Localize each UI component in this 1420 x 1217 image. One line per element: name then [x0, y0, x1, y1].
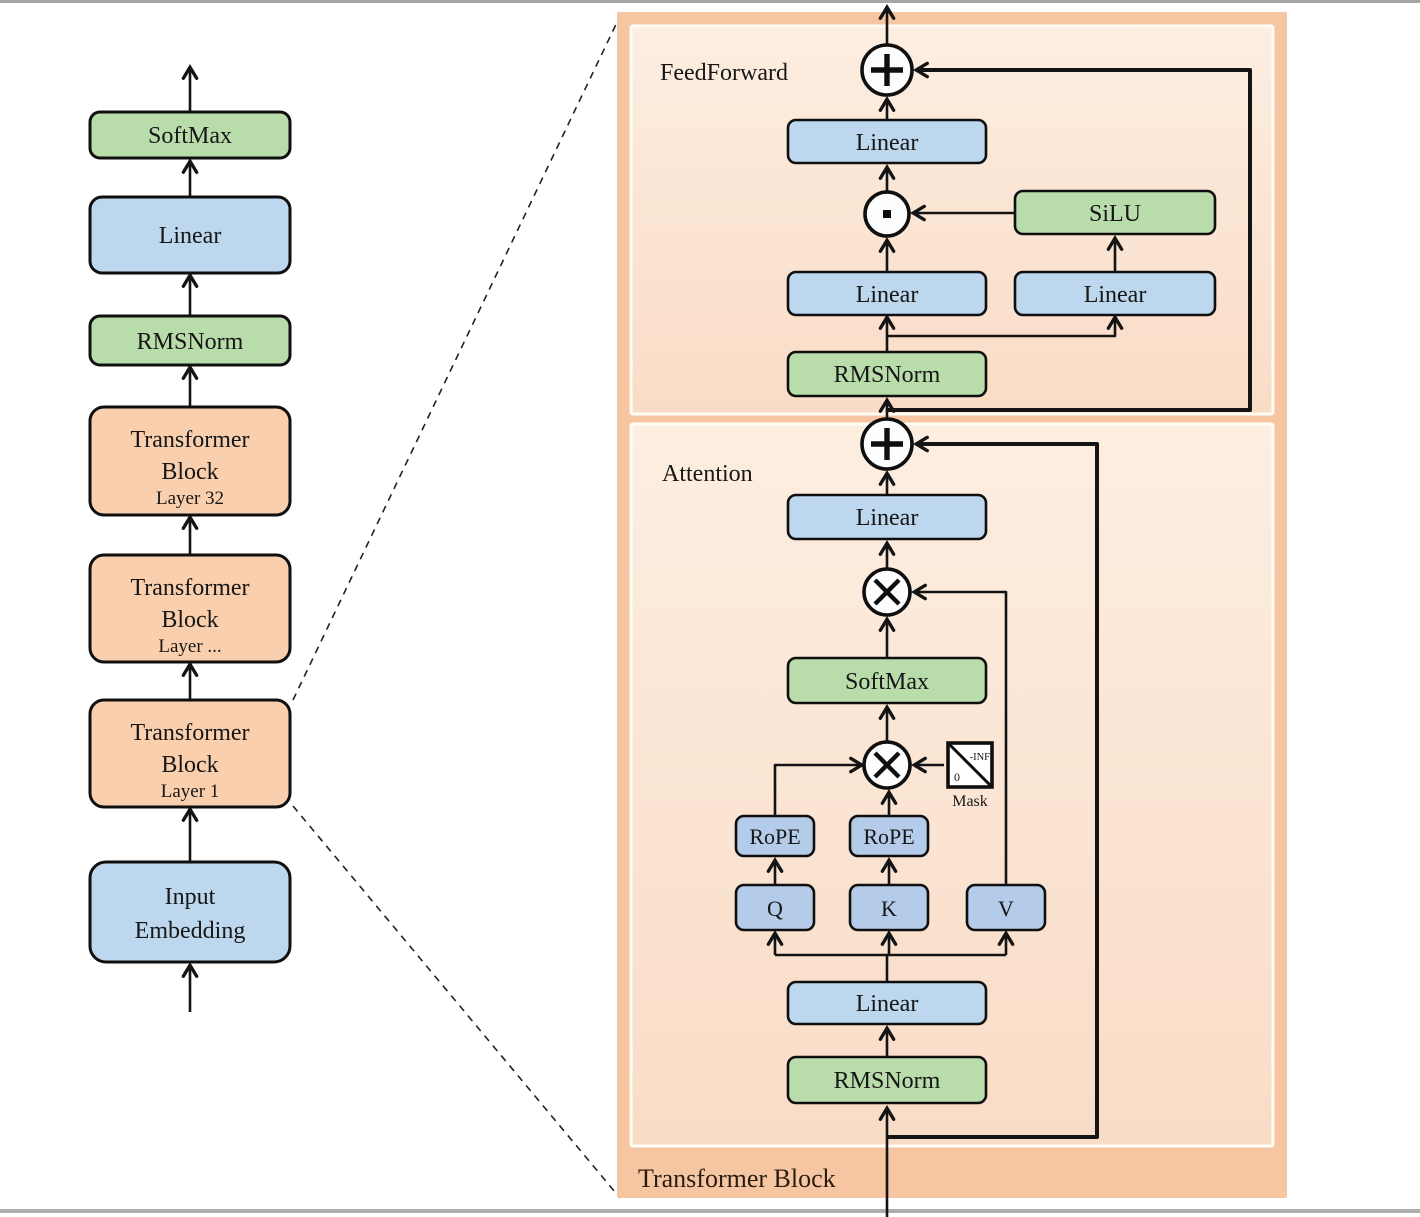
transformer-32-line1: Transformer	[130, 427, 249, 453]
attention-section: Linear SoftMax -INF 0 Mask	[734, 417, 1047, 1105]
transformer-dots-line2: Block	[161, 607, 218, 633]
flow-arrows	[766, 3, 1124, 1217]
matmul-scores-v-icon	[862, 567, 912, 617]
v-label: V	[998, 896, 1014, 921]
transformer-block-dots	[88, 553, 292, 664]
transformer-1-sublabel: Layer 1	[161, 781, 220, 802]
linear-label: Linear	[159, 223, 222, 249]
attention-section-label: Attention	[662, 461, 753, 487]
att-softmax-block	[786, 656, 988, 705]
transformer-dots-line1: Transformer	[130, 575, 249, 601]
rope-q-block	[734, 814, 816, 858]
att-softmax-label: SoftMax	[845, 669, 929, 695]
feedforward-residual-path	[887, 61, 1252, 412]
transformer-32-line2: Block	[161, 459, 218, 485]
rope-k-block	[848, 814, 930, 858]
causal-mask-icon: -INF 0	[946, 741, 994, 789]
input-embedding-block	[88, 860, 292, 964]
left-block-transformer-dots: Transformer Block Layer ...	[88, 553, 292, 664]
att-rmsnorm-label: RMSNorm	[834, 1068, 941, 1094]
ff-linear-up-label: Linear	[1084, 282, 1147, 308]
ff-add-icon	[860, 43, 914, 97]
q-block	[734, 883, 816, 932]
att-linear-out-label: Linear	[856, 505, 919, 531]
transformer-block-32	[88, 405, 292, 517]
linear-block	[88, 195, 292, 275]
transformer-block-1	[88, 698, 292, 809]
input-embedding-line2: Embedding	[135, 918, 246, 944]
q-label: Q	[767, 896, 783, 921]
k-block	[848, 883, 930, 932]
mask-zero-label: 0	[954, 770, 960, 784]
input-embedding-line1: Input	[165, 884, 216, 910]
rmsnorm-block	[88, 314, 292, 367]
transformer-1-line1: Transformer	[130, 720, 249, 746]
left-block-linear: Linear	[88, 195, 292, 275]
zoom-connector-bottom	[292, 805, 621, 1199]
ff-elementwise-product-icon	[863, 190, 911, 238]
softmax-block	[88, 110, 292, 160]
att-linear-out-block	[786, 493, 988, 541]
left-block-rmsnorm: RMSNorm	[88, 314, 292, 367]
v-block	[965, 883, 1047, 932]
mask-label: Mask	[952, 793, 988, 810]
transformer-1-line2: Block	[161, 752, 218, 778]
page-bottom-border	[0, 1209, 1420, 1213]
transformer-block-outer-label: Transformer Block	[638, 1164, 836, 1193]
att-add-icon	[860, 417, 914, 471]
zoom-connector-top	[292, 15, 621, 701]
ff-linear-out-block	[786, 118, 988, 165]
rope-q-label: RoPE	[749, 824, 800, 849]
feedforward-section-label: FeedForward	[660, 60, 788, 86]
rope-k-label: RoPE	[863, 824, 914, 849]
softmax-label: SoftMax	[148, 123, 232, 149]
left-block-transformer-32: Transformer Block Layer 32	[88, 405, 292, 517]
rmsnorm-label: RMSNorm	[137, 329, 244, 355]
transformer-32-sublabel: Layer 32	[156, 488, 224, 509]
left-block-transformer-1: Transformer Block Layer 1	[88, 698, 292, 809]
arrow-v-to-matmul2	[910, 583, 1008, 885]
ff-linear-gate-label: Linear	[856, 282, 919, 308]
transformer-dots-sublabel: Layer ...	[158, 636, 221, 657]
page-top-border	[0, 0, 1420, 3]
residual-connections	[887, 61, 1252, 1139]
k-label: K	[881, 896, 897, 921]
att-linear-qkv-block	[786, 980, 988, 1026]
attention-residual-path	[887, 435, 1099, 1139]
right-panel-transformer-block: Transformer Block FeedForward Attention	[617, 3, 1287, 1217]
ff-rmsnorm-block	[786, 350, 988, 398]
arrow-ffrmsnorm-branch-to-up	[887, 313, 1124, 338]
silu-block	[1013, 189, 1217, 236]
att-linear-qkv-label: Linear	[856, 991, 919, 1017]
feedforward-section: Linear SiLU Linear Linear RMSNorm	[786, 43, 1217, 398]
left-column: SoftMax Linear RMSNorm Transformer Block…	[88, 63, 292, 1012]
ff-linear-up-block	[1013, 270, 1217, 317]
left-block-softmax: SoftMax	[88, 110, 292, 160]
ff-linear-gate-block	[786, 270, 988, 317]
ff-rmsnorm-label: RMSNorm	[834, 362, 941, 388]
left-block-input-embedding: Input Embedding	[88, 860, 292, 964]
ff-linear-out-label: Linear	[856, 130, 919, 156]
matmul-qk-icon	[862, 740, 912, 790]
zoom-connectors	[292, 15, 621, 1199]
mask-neg-inf-label: -INF	[970, 752, 991, 763]
silu-label: SiLU	[1089, 201, 1141, 227]
att-rmsnorm-block	[786, 1055, 988, 1105]
arrow-ropeq-to-matmul1	[773, 756, 866, 816]
